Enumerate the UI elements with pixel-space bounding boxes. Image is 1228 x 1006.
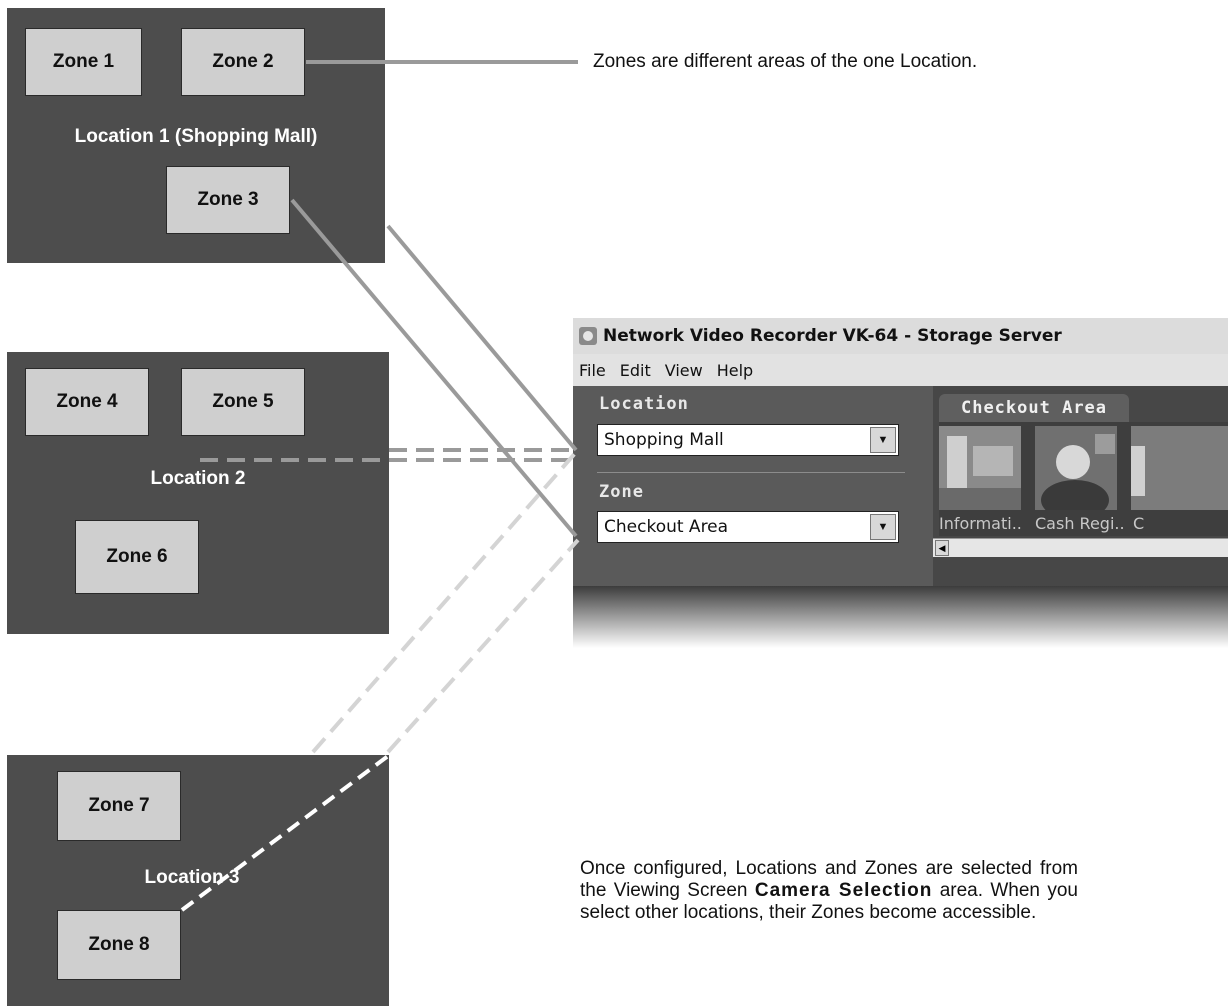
chevron-down-icon[interactable]: ▼ [870, 514, 896, 540]
connector-zone8-dashed [180, 754, 390, 912]
menu-help[interactable]: Help [716, 360, 754, 380]
window-title: Network Video Recorder VK-64 - Storage S… [603, 326, 1062, 346]
camera-thumbnail-strip: Informati.. Cash Regi.. C [939, 422, 1228, 536]
camera-image-icon [1035, 426, 1117, 510]
horizontal-scrollbar[interactable]: ◀ [933, 538, 1228, 557]
camera-thumbnail[interactable] [939, 426, 1021, 510]
camera-thumbnail[interactable] [1035, 426, 1117, 510]
thumbnail-label: Cash Regi.. [1035, 514, 1125, 533]
zone-5-box: Zone 5 [181, 368, 305, 436]
menu-edit[interactable]: Edit [619, 360, 651, 380]
title-bar: Network Video Recorder VK-64 - Storage S… [573, 318, 1228, 354]
zone-7-box: Zone 7 [57, 771, 181, 841]
camera-thumbnail[interactable] [1131, 426, 1228, 510]
callout-zones-text: Zones are different areas of the one Loc… [593, 51, 978, 72]
zone-1-box: Zone 1 [25, 28, 142, 96]
zone-8-box: Zone 8 [57, 910, 181, 980]
camera-tab-area: Checkout Area [933, 386, 1228, 586]
zone-dropdown[interactable]: Checkout Area ▼ [597, 511, 899, 543]
zone-2-box: Zone 2 [181, 28, 305, 96]
menu-file[interactable]: File [579, 360, 606, 380]
connector-zone3-dropdown [290, 198, 578, 538]
location-dropdown-value: Shopping Mall [604, 430, 724, 450]
thumbnail-label: C [1133, 514, 1145, 533]
callout-selection-text: Once configured, Locations and Zones are… [580, 858, 1078, 924]
connector-location1-dropdown [386, 224, 578, 452]
location-1-box: Zone 1 Zone 2 Location 1 (Shopping Mall)… [7, 8, 385, 263]
location-label: Location [599, 394, 689, 414]
location-dropdown[interactable]: Shopping Mall ▼ [597, 424, 899, 456]
zone-dropdown-value: Checkout Area [604, 517, 729, 537]
zone-label: Zone [599, 482, 644, 502]
panel-divider [597, 472, 905, 473]
callout-text-part: Once configured, Locations and Zones are… [580, 858, 1078, 901]
camera-selection-panel: Location Shopping Mall ▼ Zone Checkout A… [573, 386, 1228, 586]
menu-view[interactable]: View [664, 360, 703, 380]
menu-bar: File Edit View Help [573, 354, 1228, 386]
location-3-label: Location 3 [144, 867, 240, 888]
location-3-box: Zone 7 Location 3 Zone 8 [7, 755, 389, 1006]
arrow-left-icon[interactable]: ◀ [935, 540, 949, 556]
zone-6-box: Zone 6 [75, 520, 199, 594]
fade-gradient [573, 586, 1228, 648]
app-window: Network Video Recorder VK-64 - Storage S… [573, 318, 1228, 648]
zone-3-box: Zone 3 [166, 166, 290, 234]
thumbnail-label: Informati.. [939, 514, 1022, 533]
tab-checkout-area[interactable]: Checkout Area [939, 394, 1129, 422]
camera-image-icon [1131, 426, 1228, 510]
camera-app-icon [579, 327, 597, 345]
callout-text-part: area. When you select other locations, t… [580, 880, 1078, 923]
location-2-box: Zone 4 Zone 5 Location 2 Zone 6 [7, 352, 389, 634]
chevron-down-icon[interactable]: ▼ [870, 427, 896, 453]
location-2-label: Location 2 [150, 468, 246, 489]
connector-location3-zone-lower [386, 538, 580, 754]
location-1-label: Location 1 (Shopping Mall) [74, 126, 318, 147]
zone-4-box: Zone 4 [25, 368, 149, 436]
connector-location3-dashed [311, 448, 580, 754]
callout-bold-term: Camera Selection [754, 880, 933, 901]
camera-image-icon [939, 426, 1021, 510]
